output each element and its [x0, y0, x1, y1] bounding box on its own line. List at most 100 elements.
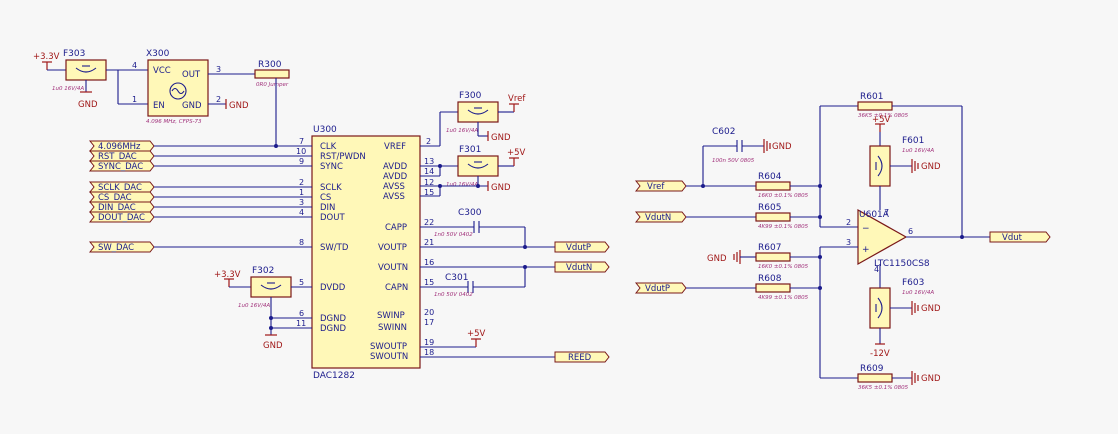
pin-number: 3 [216, 65, 221, 74]
net-voutp: VdutP [566, 243, 591, 253]
gnd-label: GND [229, 101, 249, 111]
pin-number: 3 [846, 238, 851, 247]
pin-number: 16 [424, 258, 434, 267]
net-sw: SW_DAC [98, 243, 134, 253]
pin-number: 8 [299, 238, 304, 247]
res-ref: R604 [758, 172, 782, 182]
pin-number: 19 [424, 338, 434, 347]
net-flag-vdut [989, 231, 1051, 243]
net-din: DIN_DAC [98, 203, 136, 213]
rail-p33-f303: +3.3V [33, 52, 60, 70]
pin-number: 5 [299, 278, 304, 287]
fuse-ref: F302 [252, 266, 274, 276]
gnd-symbol: GND [78, 91, 98, 110]
dac-pin-swoutp: SWOUTP [370, 342, 407, 352]
gnd-label: GND [263, 341, 283, 351]
fuse-ref: F303 [63, 49, 85, 59]
cap-ref: C301 [445, 273, 468, 283]
fuse-ref: F603 [902, 278, 924, 288]
res-value: 4K99 ±0.1% 0805 [758, 295, 809, 301]
resistor-r300: R300 0R0 Jumper [254, 60, 290, 88]
dac-left-pins: CLK RST/PWDN SYNC SCLK CS DIN DOUT SW/TD… [320, 142, 366, 334]
left-wires [154, 144, 312, 248]
osc-ref: X300 [146, 49, 170, 59]
res-value: 16K0 ±0.1% 0805 [758, 264, 809, 270]
pin-number: 9 [299, 157, 304, 166]
left-net-flags: 4.096MHz RST_DAC SYNC_DAC SCLK_DAC CS_DA… [88, 140, 155, 253]
res-ref: R609 [860, 364, 884, 374]
rail-p5: +5V [467, 329, 486, 339]
pin-number: 21 [424, 238, 434, 247]
fuse-f603: F603 1u0 16V/4A [869, 278, 934, 329]
gnd-label: GND [921, 304, 941, 314]
res-ref: R608 [758, 274, 782, 284]
net-clk: 4.096MHz [98, 142, 141, 152]
pin-number: 15 [424, 188, 434, 197]
gnd-label: GND [707, 254, 727, 264]
rail-m12: -12V [870, 349, 890, 359]
dac-right-pin-numbers: 2 13 14 12 15 22 21 16 15 20 17 19 18 [424, 137, 434, 357]
net-flag-vdutp-in [634, 282, 687, 294]
res-value: 36K5 ±0.1% 0805 [858, 385, 909, 391]
pin-number: 2 [426, 137, 431, 146]
dac-right-pins: VREF AVDD AVDD AVSS AVSS CAPP VOUTP VOUT… [370, 142, 408, 362]
res-value: 16K0 ±0.1% 0805 [758, 193, 809, 199]
gnd-label: GND [772, 142, 792, 152]
pin-number: 6 [908, 227, 913, 236]
rail-p5: +5V [872, 115, 891, 125]
fuse-f302: F302 1u0 16V/4A [238, 266, 292, 309]
osc-pin-vcc: VCC [153, 66, 171, 76]
pin-number: 1 [132, 95, 137, 104]
gnd-label: GND [491, 183, 511, 193]
net-vdutn-in: VdutN [645, 213, 671, 223]
net-flag-vref-in [634, 180, 687, 192]
capacitor-c301: C301 1n0 50V 0402 [434, 273, 474, 298]
net-dout: DOUT_DAC [98, 213, 145, 223]
fuse-value: 1u0 16V/4A [238, 303, 270, 309]
dac-u300: U300 DAC1282 [311, 125, 421, 381]
rail-p33-f302: +3.3V [214, 270, 241, 287]
pin-number: 3 [299, 198, 304, 207]
dac-pin-swoutn: SWOUTN [370, 352, 408, 362]
net-flag-voutp [554, 241, 610, 253]
capacitor-c300: C300 1n0 50V 0402 [434, 208, 482, 238]
dac-pin-vref: VREF [384, 142, 406, 152]
net-vref-in: Vref [647, 182, 665, 192]
dac-pin-capn: CAPN [385, 283, 408, 293]
pin-number: 7 [299, 137, 304, 146]
osc-pin-gnd: GND [182, 101, 202, 111]
dac-pin-sync: SYNC [320, 162, 343, 172]
dac-pin-dvdd: DVDD [320, 283, 346, 293]
gnd-symbol: GND [225, 99, 249, 111]
dac-pin-sw: SW/TD [320, 243, 349, 253]
net-voutn: VdutN [566, 263, 592, 273]
pin-number: 4 [132, 61, 137, 70]
pin-number: 7 [884, 208, 889, 217]
pin-number: 18 [424, 348, 434, 357]
cap-value: 1n0 50V 0402 [434, 232, 473, 238]
rail-vref: Vref [508, 94, 526, 104]
rail-label: +3.3V [214, 270, 241, 280]
fuse-value: 1u0 16V/4A [52, 86, 84, 92]
dac-pin-voutn: VOUTN [378, 263, 408, 273]
net-vdut: Vdut [1002, 233, 1023, 243]
dac-pin-dgnd: DGND [320, 314, 346, 324]
net-reed: REED [568, 353, 592, 363]
dac-pin-capp: CAPP [385, 223, 407, 233]
net-rst: RST_DAC [98, 152, 137, 162]
dac-left-pin-numbers: 7 10 9 2 1 3 4 8 5 6 11 [296, 137, 306, 328]
pin-number: 6 [299, 309, 304, 318]
pin-number: 4 [874, 265, 879, 274]
osc-value: 4.096 MHz, CFPS-73 [146, 119, 202, 125]
opamp-u601a: U601A − + LTC1150CS8 [857, 208, 930, 269]
pin-number: 20 [424, 308, 434, 317]
cap-ref: C300 [458, 208, 482, 218]
res-value: 0R0 Jumper [256, 82, 289, 88]
net-sync: SYNC_DAC [98, 162, 143, 172]
gnd-symbol: GND [763, 139, 792, 153]
fuse-ref: F301 [459, 145, 481, 155]
pin-number: 1 [299, 188, 304, 197]
res-ref: R300 [258, 60, 282, 70]
dac-pin-rst: RST/PWDN [320, 152, 366, 162]
pin-number: 14 [424, 167, 434, 176]
